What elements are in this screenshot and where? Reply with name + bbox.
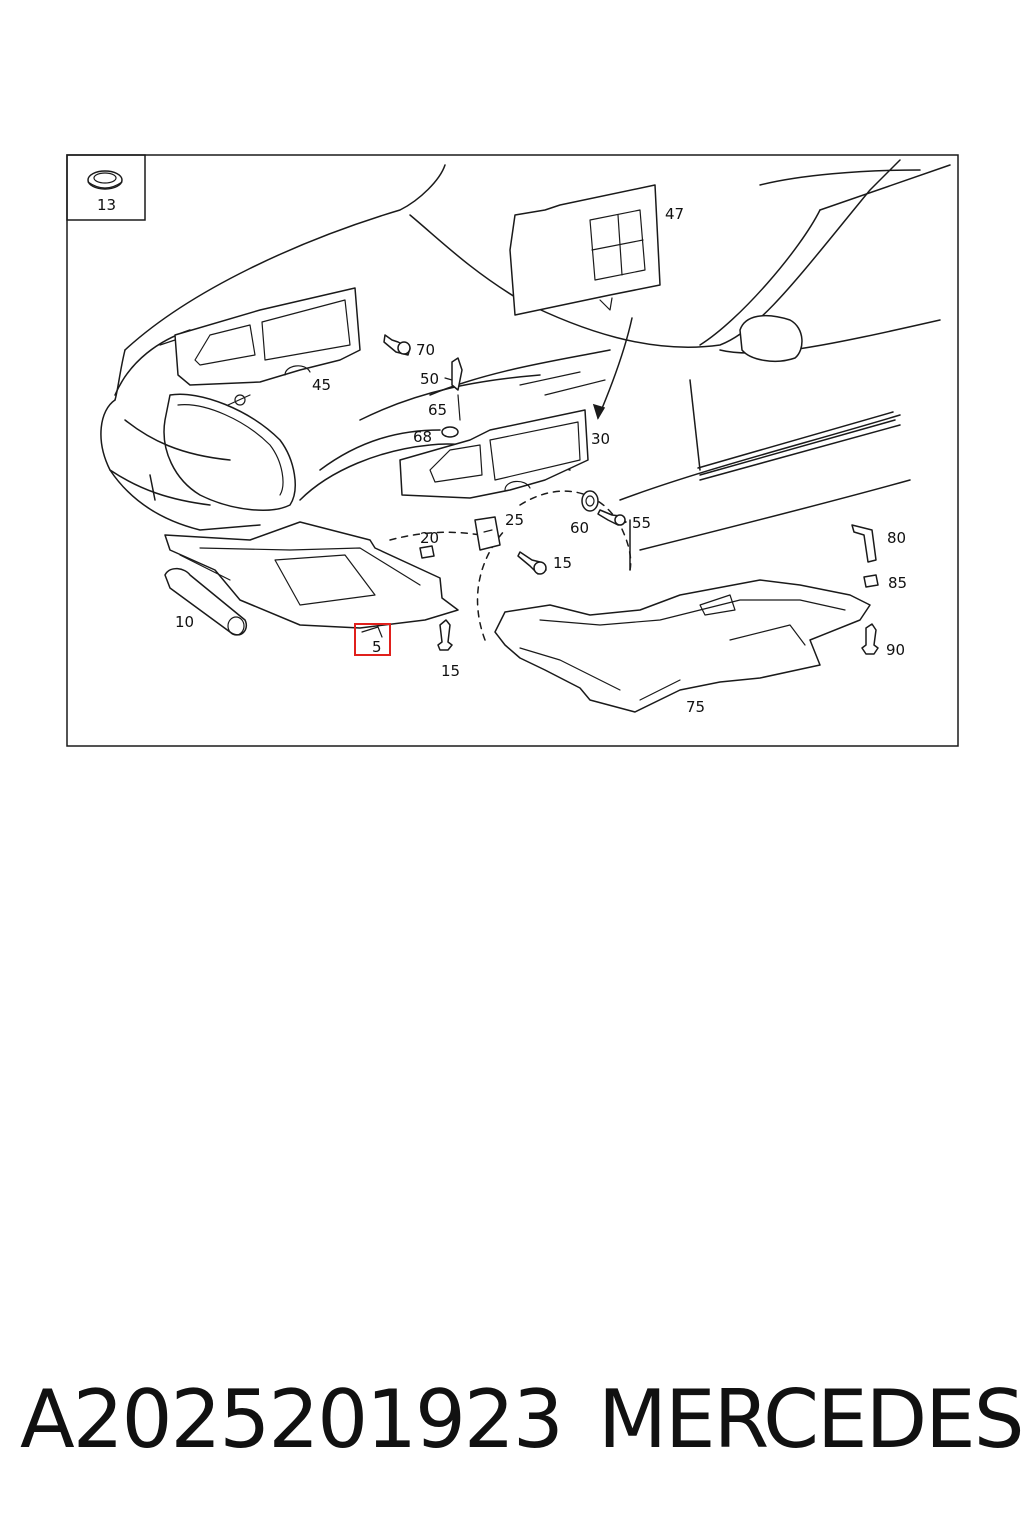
callout-30: 30 xyxy=(591,430,610,448)
callout-55: 55 xyxy=(632,514,651,532)
callout-85: 85 xyxy=(888,574,907,592)
callout-47: 47 xyxy=(665,205,684,223)
part-10-tube xyxy=(164,567,247,636)
callout-5: 5 xyxy=(372,638,382,656)
part-number: A2025201923 xyxy=(20,1373,564,1466)
callout-60: 60 xyxy=(570,519,589,537)
part-75-underguard xyxy=(494,579,871,713)
callout-10: 10 xyxy=(175,613,194,631)
callout-25: 25 xyxy=(505,511,524,529)
fasteners xyxy=(383,334,879,655)
brand-name: MERCEDES xyxy=(598,1373,1024,1466)
inset-part-label: 13 xyxy=(97,196,116,214)
callout-75: 75 xyxy=(686,698,705,716)
callout-15b: 15 xyxy=(553,554,572,572)
callout-15a: 15 xyxy=(441,662,460,680)
callout-20: 20 xyxy=(420,529,439,547)
callout-68: 68 xyxy=(413,428,432,446)
part-30-bracket xyxy=(399,409,589,499)
part-45-bracket xyxy=(174,287,361,406)
callout-labels: 5 10 15 15 20 25 30 45 47 50 55 60 65 68… xyxy=(175,205,907,716)
part-5-underguard xyxy=(164,521,459,629)
callout-65: 65 xyxy=(428,401,447,419)
callout-70: 70 xyxy=(416,341,435,359)
callout-45: 45 xyxy=(312,376,331,394)
caption-bar: A2025201923 MERCEDES xyxy=(0,1370,1024,1470)
diagram-frame xyxy=(66,154,959,747)
callout-80: 80 xyxy=(887,529,906,547)
inset-box: 13 xyxy=(66,154,146,221)
callout-90: 90 xyxy=(886,641,905,659)
part-47-panel xyxy=(509,184,661,316)
callout-50: 50 xyxy=(420,370,439,388)
highlight-box xyxy=(354,623,391,656)
